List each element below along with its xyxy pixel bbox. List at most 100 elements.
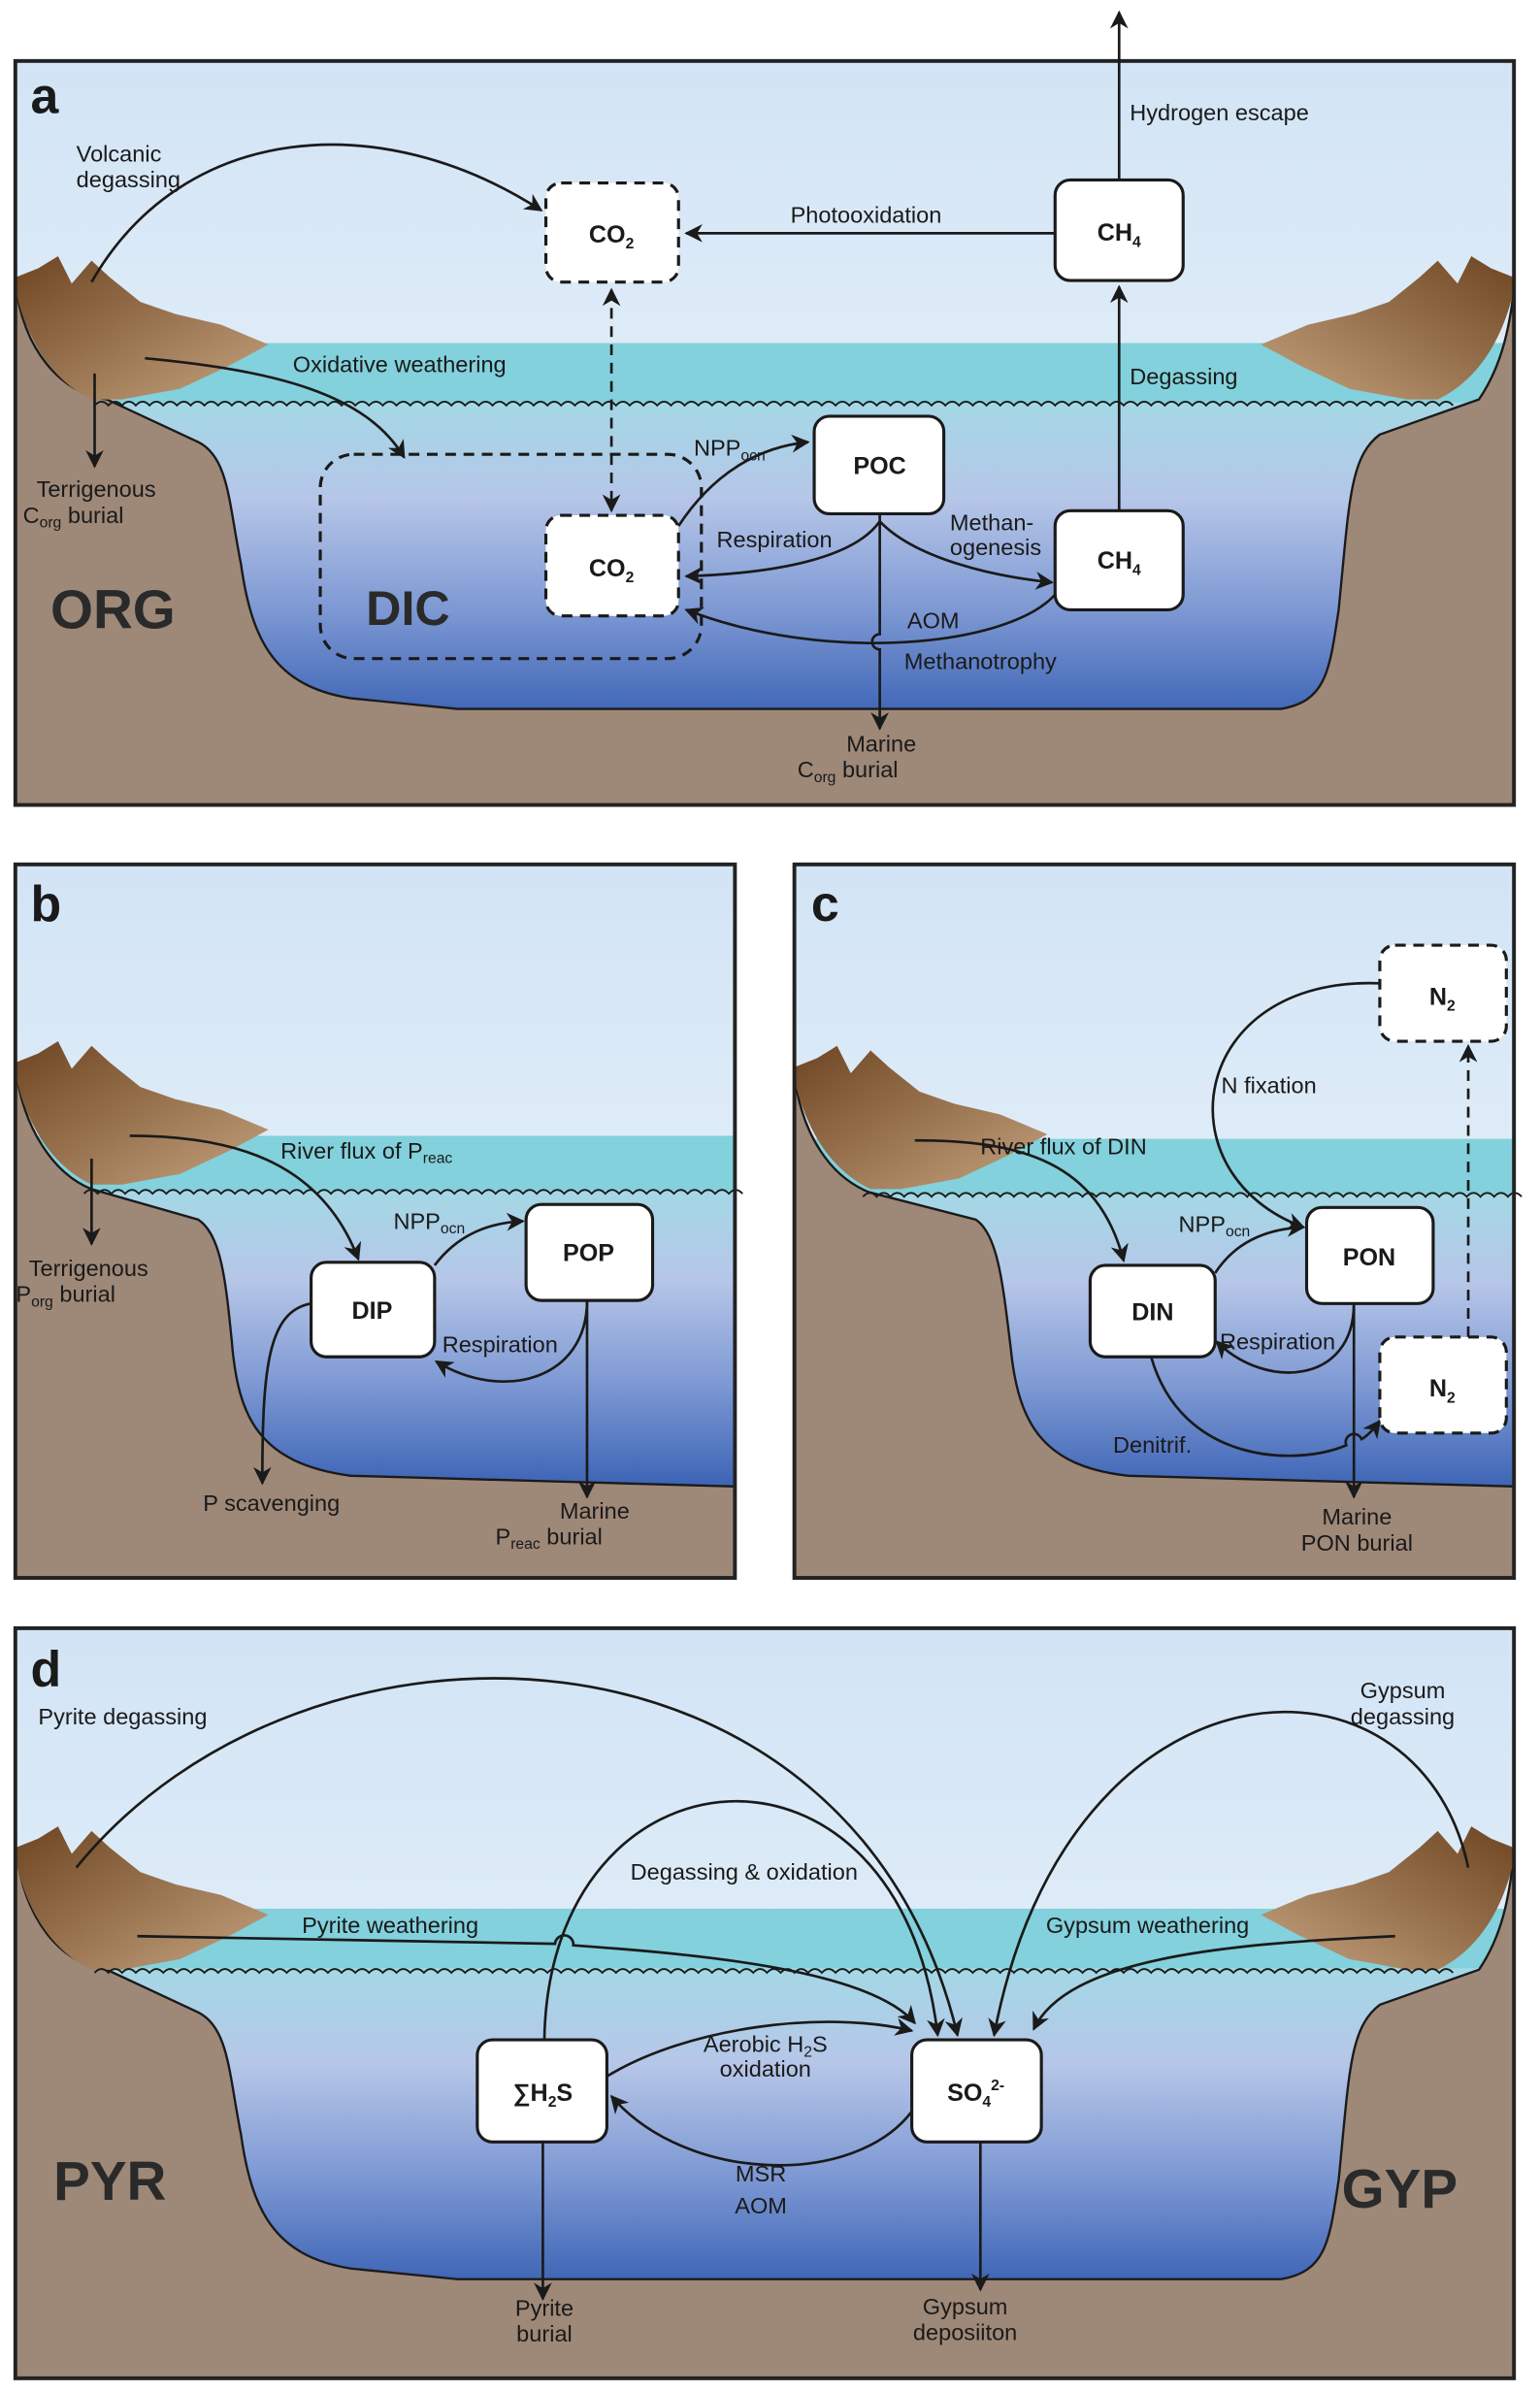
panel-frame: [792, 862, 1517, 1581]
atmospheric-n2-label: N2: [1429, 983, 1456, 1014]
mountain-left: [794, 1045, 1048, 1190]
gypsum-weathering-arrow: [1032, 1934, 1395, 2031]
aom-label: AOM: [735, 2193, 787, 2218]
aerobic-oxidation-arrow: [606, 2017, 914, 2078]
gypsum-weathering-label: Gypsum weathering: [1046, 1913, 1249, 1938]
water-surface: [862, 1192, 1523, 1198]
p-scavenging-arrow: [252, 1301, 311, 1486]
seafloor: [14, 1066, 737, 1580]
npp-label: NPPocn: [694, 436, 766, 465]
org-reservoir-label: ORG: [50, 578, 176, 639]
atmospheric-n2-box: [1378, 943, 1508, 1043]
h2s-label: ∑H2S: [513, 2080, 573, 2111]
atmospheric-ch4-label: CH4: [1098, 219, 1141, 250]
panel-label: c: [811, 875, 839, 932]
seafloor: [793, 1074, 1516, 1580]
pop-label: POP: [563, 1239, 614, 1266]
pyrite-weathering-arrow: [137, 1934, 916, 2025]
poc-label: POC: [853, 453, 905, 480]
pyrite-degassing-arrow: [75, 1677, 963, 2038]
respiration-label: Respiration: [1220, 1328, 1335, 1354]
n-fixation-label: N fixation: [1222, 1072, 1317, 1098]
oxidative-weathering-label: Oxidative weathering: [293, 351, 507, 377]
din-box: [1088, 1263, 1217, 1359]
hydrogen-escape-label: Hydrogen escape: [1130, 100, 1309, 125]
mountain-left: [15, 255, 269, 400]
panel-label: d: [31, 1641, 62, 1697]
methanogenesis-label: Methan-ogenesis: [950, 510, 1041, 560]
panel-frame: [13, 862, 737, 1581]
denitrification-arrow: [1149, 1356, 1382, 1458]
river-flux-label: River flux of DIN: [980, 1133, 1146, 1159]
dic-label: DIC: [366, 580, 450, 636]
pyr-reservoir-label: PYR: [53, 2150, 166, 2212]
atmospheric-co2-label: CO2: [589, 221, 635, 252]
npp-arrow: [433, 1212, 525, 1266]
npp-label: NPPocn: [393, 1208, 465, 1237]
aom-label: AOM: [907, 607, 960, 633]
h2s-box: [475, 2038, 608, 2144]
seafloor: [14, 1844, 1516, 2380]
mountain-left: [15, 1826, 269, 1970]
panel-frame: [13, 1625, 1517, 2380]
pon-label: PON: [1343, 1244, 1395, 1271]
volcanic-degassing-arrow: [90, 143, 543, 283]
sulfate-label: SO42-: [947, 2078, 1004, 2111]
respiration-arrow: [684, 520, 881, 585]
oxidative-weathering-arrow: [145, 356, 406, 459]
seafloor: [14, 281, 1516, 806]
mountain-left: [15, 1041, 269, 1185]
river-flux-arrow: [129, 1134, 362, 1262]
sulfate-box: [910, 2038, 1043, 2144]
pyrite-degassing-label: Pyrite degassing: [38, 1704, 207, 1729]
npp-label: NPPocn: [1179, 1211, 1251, 1240]
ocean-n2-box: [1378, 1335, 1508, 1435]
msr-aom-arrow: [609, 2094, 913, 2167]
ocean-ch4-box: [1053, 508, 1185, 611]
degassing-label: Degassing: [1130, 364, 1237, 389]
respiration-arrow: [434, 1300, 589, 1383]
n-fixation-arrow: [1211, 981, 1380, 1230]
photooxidation-label: Photooxidation: [791, 202, 942, 227]
pon-box: [1304, 1205, 1435, 1305]
panel-label: a: [31, 67, 60, 123]
respiration-arrow: [1215, 1303, 1356, 1374]
poc-box: [812, 414, 946, 516]
water-surface: [82, 1189, 743, 1196]
denitrification-label: Denitrif.: [1113, 1432, 1192, 1458]
gyp-reservoir-label: GYP: [1342, 2158, 1458, 2219]
methanotrophy-label: Methanotrophy: [904, 649, 1057, 674]
din-label: DIN: [1131, 1299, 1173, 1327]
river-flux-label: River flux of Preac: [280, 1138, 452, 1167]
panel-b: b POP DIP River flux of Preac Terrigenou…: [13, 862, 743, 1581]
panel-c: c N2 PON DIN N2 N fixation River flux of…: [792, 862, 1523, 1581]
ocean-co2-label: CO2: [589, 555, 635, 586]
atmospheric-co2-box: [543, 180, 680, 284]
panel-frame: [13, 58, 1517, 807]
water-surface: [93, 401, 1455, 408]
river-flux-arrow: [914, 1138, 1129, 1263]
water-surface: [93, 1968, 1455, 1975]
dip-box: [310, 1261, 437, 1359]
ocean-co2-box: [543, 513, 680, 618]
p-scavenging-label: P scavenging: [203, 1491, 340, 1516]
degassing-oxidation-label: Degassing & oxidation: [631, 1859, 858, 1884]
dip-label: DIP: [352, 1297, 393, 1325]
panel-label: b: [31, 875, 62, 932]
ocean-n2-label: N2: [1429, 1375, 1456, 1406]
msr-label: MSR: [736, 2161, 786, 2186]
respiration-label: Respiration: [442, 1332, 558, 1358]
